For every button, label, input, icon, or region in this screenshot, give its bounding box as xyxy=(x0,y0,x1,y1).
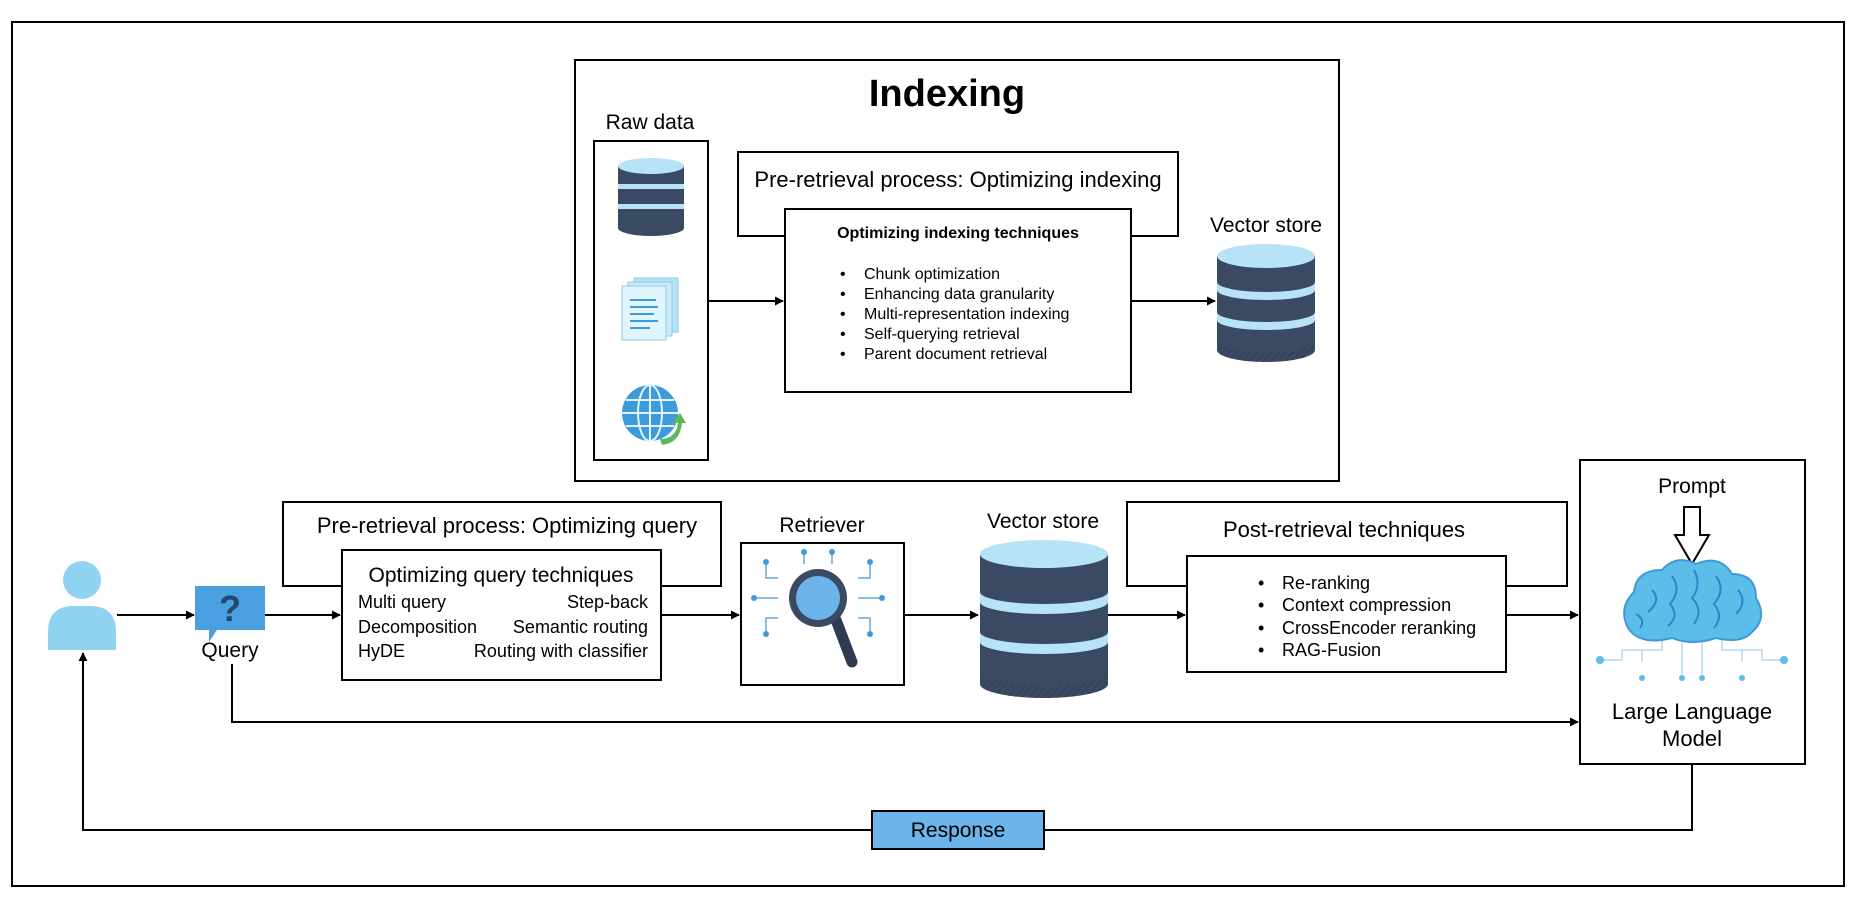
llm-label-line2: Model xyxy=(1662,726,1722,751)
post-retrieval-bullet: • xyxy=(1258,573,1264,593)
query-label: Query xyxy=(201,639,259,662)
post-retrieval-technique: CrossEncoder reranking xyxy=(1282,618,1476,638)
indexing-technique: Multi-representation indexing xyxy=(864,306,1069,323)
llm-label-line1: Large Language xyxy=(1612,699,1772,724)
indexing-technique-bullet: • xyxy=(840,266,846,283)
indexing-technique: Chunk optimization xyxy=(864,266,1000,283)
post-retrieval-techniques-box xyxy=(1186,555,1507,673)
response-flow: Response xyxy=(78,652,1693,850)
query-icon: ? xyxy=(195,586,265,642)
indexing-technique: Parent document retrieval xyxy=(864,346,1047,363)
pre-retrieval-indexing-title: Pre-retrieval process: Optimizing indexi… xyxy=(754,167,1161,192)
indexing-techniques-list: • Chunk optimization • Enhancing data gr… xyxy=(840,266,1069,363)
indexing-technique-bullet: • xyxy=(840,286,846,303)
query-technique-right: Step-back xyxy=(567,592,649,612)
indexing-technique-bullet: • xyxy=(840,346,846,363)
vector-store-database-icon xyxy=(1217,244,1315,362)
post-retrieval-bullet: • xyxy=(1258,640,1264,660)
question-mark-glyph: ? xyxy=(219,588,241,629)
query-techniques-title: Optimizing query techniques xyxy=(369,564,634,587)
query-technique-right: Routing with classifier xyxy=(474,641,648,661)
raw-data-label: Raw data xyxy=(606,111,695,134)
pre-retrieval-query-title: Pre-retrieval process: Optimizing query xyxy=(317,513,697,538)
indexing-techniques-title: Optimizing indexing techniques xyxy=(837,225,1079,242)
post-retrieval-bullet: • xyxy=(1258,618,1264,638)
indexing-title: Indexing xyxy=(869,73,1025,115)
indexing-technique: Self-querying retrieval xyxy=(864,326,1020,343)
documents-icon xyxy=(621,277,679,341)
vector-store-icon xyxy=(980,540,1108,698)
post-retrieval-title: Post-retrieval techniques xyxy=(1223,517,1465,542)
globe-icon xyxy=(622,384,686,445)
vector-store-label: Vector store xyxy=(987,510,1099,533)
prompt-arrow-icon xyxy=(1673,506,1711,566)
query-technique-right: Semantic routing xyxy=(513,617,648,637)
indexing-vector-store-label: Vector store xyxy=(1210,214,1322,237)
retriever-magnifier-icon xyxy=(751,549,885,668)
response-box xyxy=(871,810,1045,850)
database-icon xyxy=(618,158,684,236)
query-technique-left: Multi query xyxy=(358,592,446,612)
indexing-techniques-box xyxy=(784,208,1132,393)
prompt-label: Prompt xyxy=(1658,475,1726,498)
query-techniques-box xyxy=(341,549,662,681)
post-retrieval-technique: Context compression xyxy=(1282,595,1451,615)
response-label: Response xyxy=(911,819,1006,842)
indexing-technique-bullet: • xyxy=(840,306,846,323)
post-retrieval-technique: Re-ranking xyxy=(1282,573,1370,593)
brain-icon xyxy=(1596,559,1788,681)
post-retrieval-bullet: • xyxy=(1258,595,1264,615)
query-technique-left: Decomposition xyxy=(358,617,477,637)
indexing-technique-bullet: • xyxy=(840,326,846,343)
user-icon xyxy=(48,561,116,650)
indexing-technique: Enhancing data granularity xyxy=(864,286,1054,303)
flow-arrows xyxy=(117,610,1579,727)
retriever-label: Retriever xyxy=(779,514,864,537)
query-technique-left: HyDE xyxy=(358,641,405,661)
indexing-panel: Indexing Raw data xyxy=(574,59,1340,482)
post-retrieval-technique: RAG-Fusion xyxy=(1282,640,1381,660)
